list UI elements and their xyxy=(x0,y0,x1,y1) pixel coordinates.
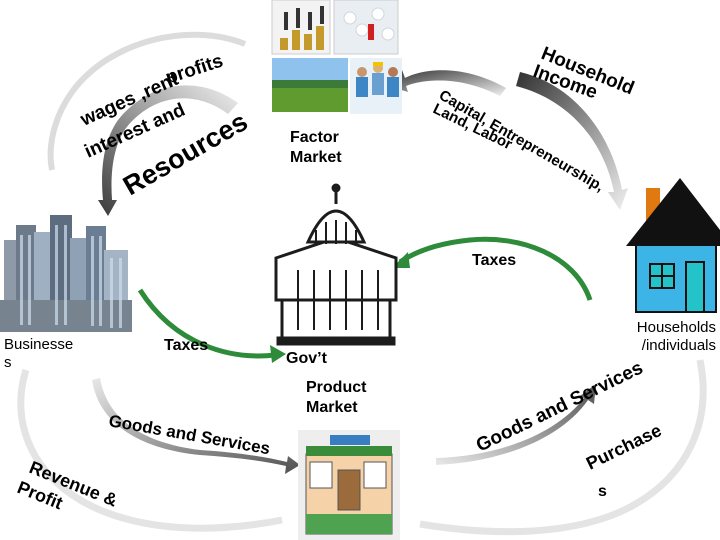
arc-text-profits: profits xyxy=(163,51,226,89)
arc-text-purchases: Purchase xyxy=(583,420,665,474)
taxes-left-green-arrow xyxy=(137,288,276,359)
government-building-icon xyxy=(274,183,398,346)
taxes-right-green-arrow xyxy=(398,236,593,301)
households-label: Households /individuals xyxy=(636,319,716,354)
product-market-shop-image xyxy=(298,430,400,540)
taxes-right-label: Taxes xyxy=(472,252,517,269)
taxes-left-green-arrowhead xyxy=(270,345,286,363)
product-market-label: Product Market xyxy=(306,379,367,416)
purchases-flow-arrow xyxy=(419,359,707,536)
govt-label: Gov’t xyxy=(286,350,327,367)
revenue-flow-arrow xyxy=(17,368,283,532)
resources-flow-arrow xyxy=(98,85,238,216)
factor-market-image-grid xyxy=(271,0,402,114)
businesses-skyline-image xyxy=(0,215,132,332)
arc-text-purchases-s: s xyxy=(598,483,607,500)
factors-flow-arrow xyxy=(516,72,628,210)
household-house-icon xyxy=(626,178,720,313)
taxes-left-label: Taxes xyxy=(164,337,209,354)
businesses-label: Businesse s xyxy=(4,336,74,371)
resources-flow-arrow-outer xyxy=(47,31,247,171)
workers-group xyxy=(356,62,399,97)
arc-text-capital: Capital, Entrepreneurship, xyxy=(436,87,607,195)
factor-market-label: Factor Market xyxy=(290,129,342,166)
goods-services-left-flow-arrow xyxy=(92,378,300,474)
goods-services-right-flow-arrow xyxy=(436,384,596,465)
household-income-flow-arrow xyxy=(388,70,506,96)
